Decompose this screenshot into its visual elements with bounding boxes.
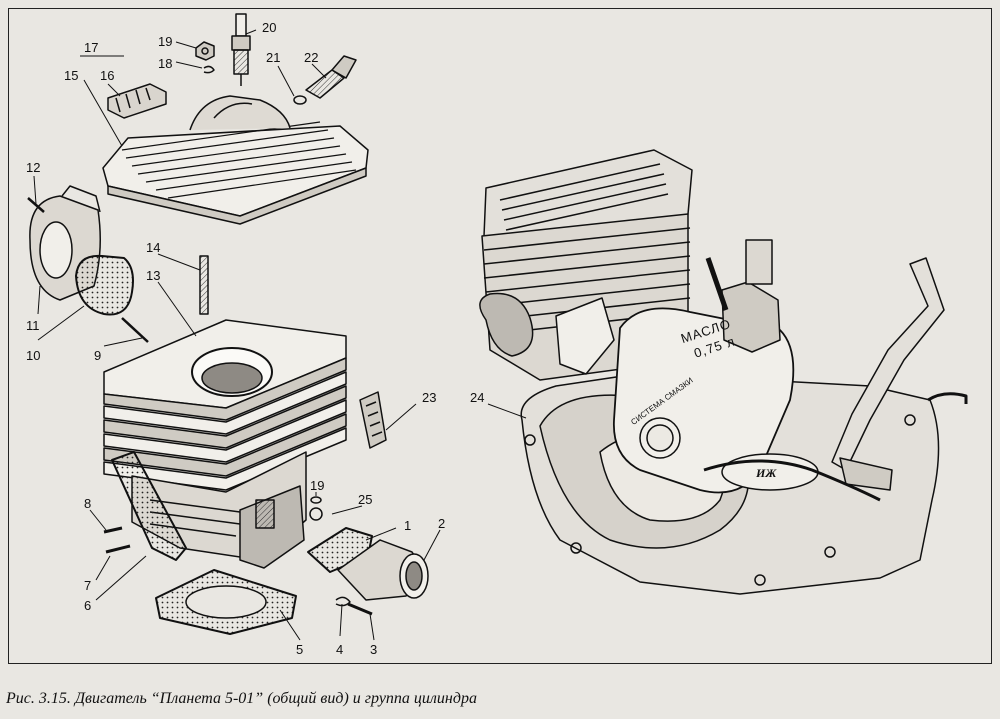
callout-17: 17 [84,40,98,55]
stud-14 [199,255,209,315]
cylinder-head [102,95,369,225]
callout-4: 4 [336,642,343,657]
callout-2: 2 [438,516,445,531]
washer-25 [309,507,323,521]
callout-24: 24 [470,390,484,405]
callout-21: 21 [266,50,280,65]
callout-8: 8 [84,496,91,511]
assembled-engine [479,149,968,595]
callout-10: 10 [26,348,40,363]
clip-18 [203,65,215,74]
spark-plug [231,13,251,86]
washer-4 [335,596,351,607]
intake-pipe-2 [337,539,429,601]
callout-3: 3 [370,642,377,657]
callout-14: 14 [146,240,160,255]
callout-22: 22 [304,50,318,65]
part-16-block [107,83,167,119]
callout-16: 16 [100,68,114,83]
cylinder [103,319,347,569]
bolt-12 [27,197,45,213]
callout-12: 12 [26,160,40,175]
callout-23: 23 [422,390,436,405]
engine-logo-text: ИЖ [755,466,777,480]
part-23 [359,391,387,449]
gasket-6 [111,451,187,561]
figure-caption: Рис. 3.15. Двигатель “Планета 5-01” (общ… [6,690,477,707]
engine-diagram: МАСЛО 0,75 л СИСТЕМА СМАЗКИ ИЖ 1 2 3 [26,13,968,657]
bolt-7 [105,544,131,554]
callout-19-bottom: 19 [310,478,324,493]
callout-7: 7 [84,578,91,593]
washer-21 [293,95,307,105]
bolt-3 [347,602,373,616]
callout-18: 18 [158,56,172,71]
stud-9 [121,317,149,343]
nut-19 [195,41,215,61]
callout-13: 13 [146,268,160,283]
callout-20: 20 [262,20,276,35]
callout-15: 15 [64,68,78,83]
callout-25: 25 [358,492,372,507]
decompressor-valve-22 [305,55,357,99]
callout-1: 1 [404,518,411,533]
callout-6: 6 [84,598,91,613]
callout-9: 9 [94,348,101,363]
callout-5: 5 [296,642,303,657]
gasket-10 [75,254,134,316]
bolt-8 [103,526,123,534]
callout-19-top: 19 [158,34,172,49]
washer-19 [310,496,322,504]
callout-11: 11 [26,318,40,333]
leader-lines [33,29,527,641]
